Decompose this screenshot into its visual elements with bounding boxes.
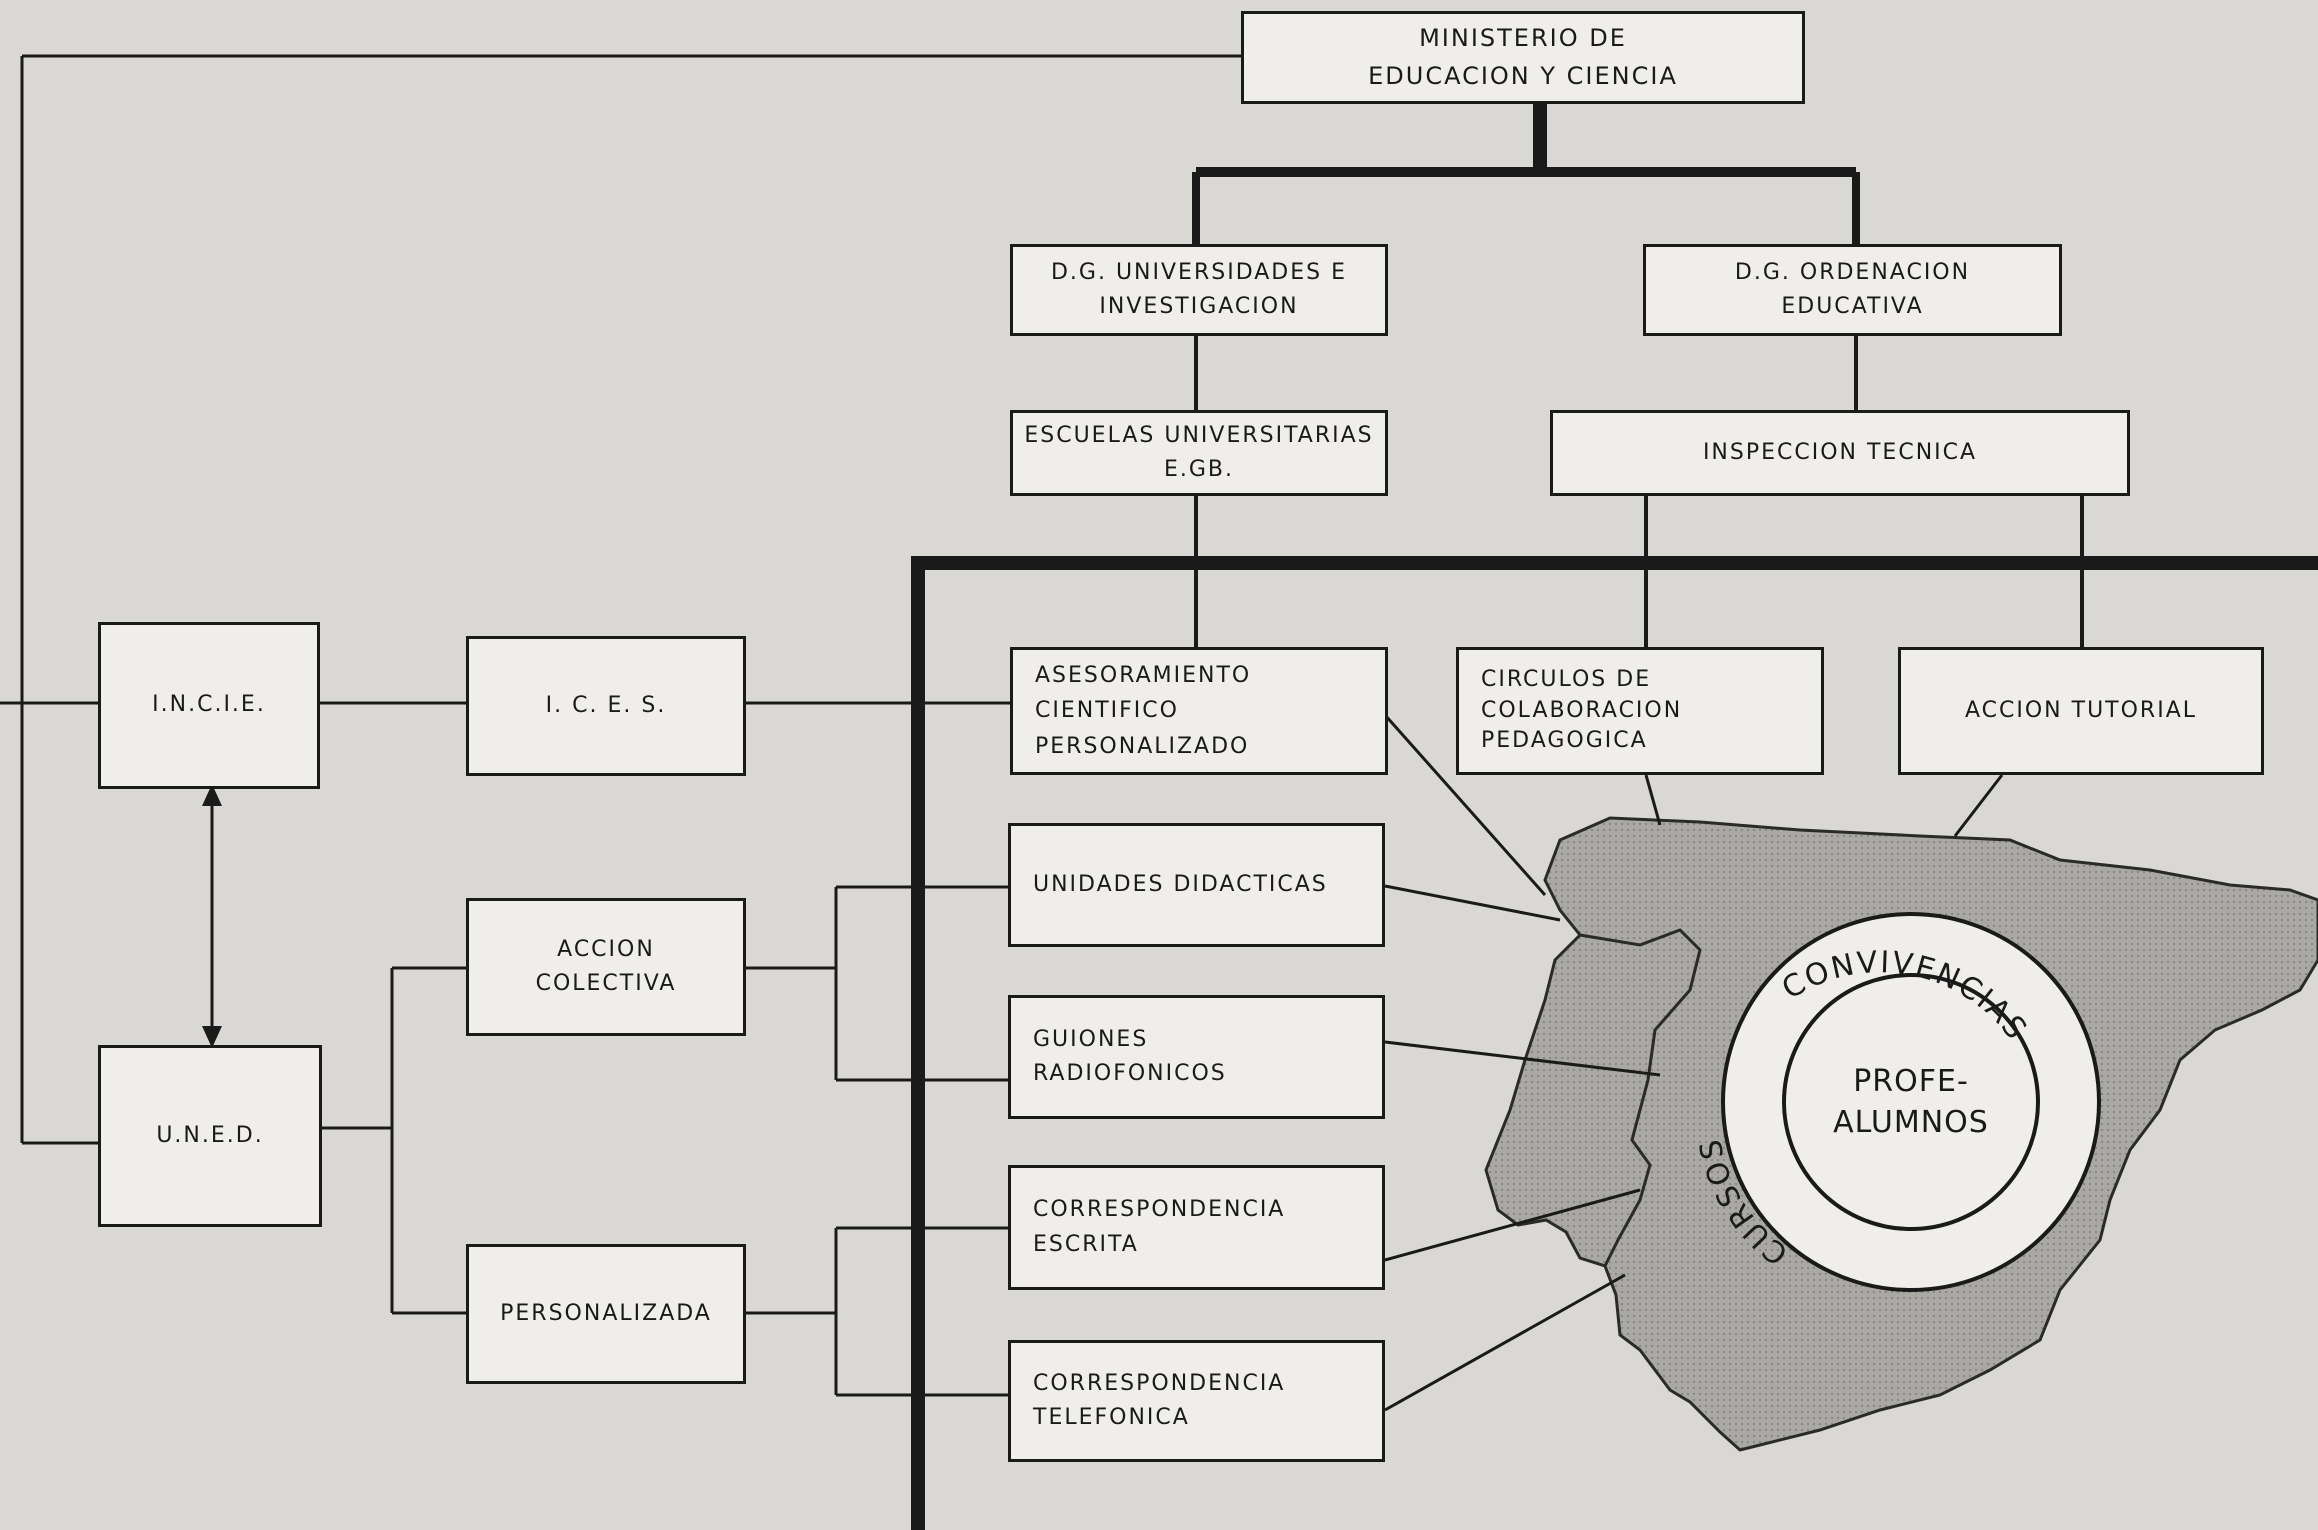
profe-alumnos-circle — [1782, 973, 2040, 1231]
inspeccion-box: INSPECCION TECNICA — [1550, 410, 2130, 496]
frame-border — [911, 556, 2318, 1530]
guiones-box: GUIONES RADIOFONICOS — [1008, 995, 1385, 1119]
corr-telefonica-box: CORRESPONDENCIA TELEFONICA — [1008, 1340, 1385, 1462]
ices-box: I. C. E. S. — [466, 636, 746, 776]
asesoramiento-box: ASESORAMIENTO CIENTIFICO PERSONALIZADO — [1010, 647, 1388, 775]
escuelas-box: ESCUELAS UNIVERSITARIAS E.GB. — [1010, 410, 1388, 496]
accion-tutorial-box: ACCION TUTORIAL — [1898, 647, 2264, 775]
personalizada-box: PERSONALIZADA — [466, 1244, 746, 1384]
accion-colectiva-box: ACCION COLECTIVA — [466, 898, 746, 1036]
profe-alumnos-label: PROFE- ALUMNOS — [1833, 1064, 1989, 1140]
dg-ordenacion-box: D.G. ORDENACION EDUCATIVA — [1643, 244, 2062, 336]
unidades-box: UNIDADES DIDACTICAS — [1008, 823, 1385, 947]
ministerio-box: MINISTERIO DE EDUCACION Y CIENCIA — [1241, 11, 1805, 104]
dg-universidades-box: D.G. UNIVERSIDADES E INVESTIGACION — [1010, 244, 1388, 336]
corr-escrita-box: CORRESPONDENCIA ESCRITA — [1008, 1165, 1385, 1290]
incie-box: I.N.C.I.E. — [98, 622, 320, 789]
uned-box: U.N.E.D. — [98, 1045, 322, 1227]
portugal-border — [1579, 928, 1702, 1267]
circulos-box: CIRCULOS DE COLABORACION PEDAGOGICA — [1456, 647, 1824, 775]
connectors — [0, 54, 2084, 1412]
